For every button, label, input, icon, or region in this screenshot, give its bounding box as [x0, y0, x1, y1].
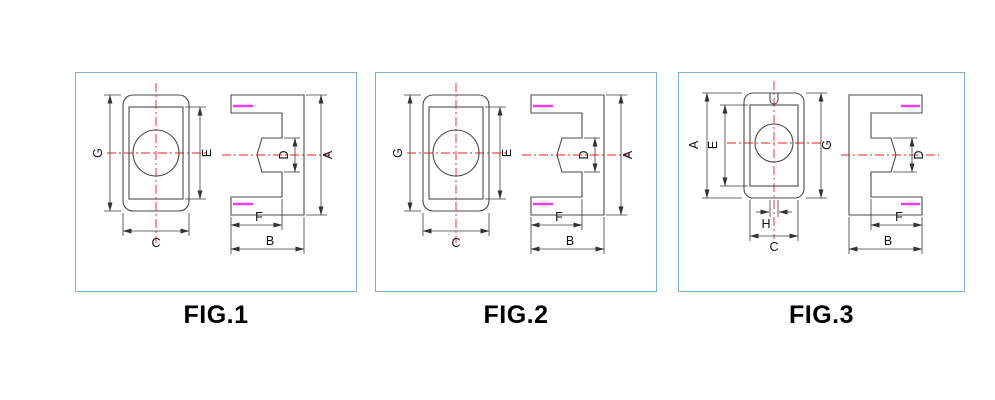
dim-label-F: F — [255, 210, 263, 224]
dim-label-E: E — [706, 141, 720, 149]
core-profile — [230, 94, 305, 216]
figure-1-caption: FIG.1 — [183, 301, 249, 329]
dim-G: G — [391, 94, 421, 212]
figure-1: G E C — [75, 72, 357, 328]
dim-B: B — [848, 217, 923, 254]
dim-F: F — [530, 199, 583, 254]
dim-label-D: D — [577, 150, 591, 159]
dim-D: D — [277, 137, 300, 173]
side-view: D A F B — [222, 94, 335, 254]
winding-window — [428, 106, 484, 200]
dim-label-B: B — [266, 234, 274, 248]
dim-B: B — [230, 217, 305, 254]
dim-label-B: B — [884, 234, 892, 248]
winding-window — [128, 106, 184, 200]
figure-1-panel: G E C — [75, 72, 357, 292]
dim-F: F — [870, 199, 923, 254]
figure-3-caption: FIG.3 — [788, 301, 854, 329]
dim-label-B: B — [566, 234, 574, 248]
dim-label-A: A — [687, 140, 701, 149]
dim-E: E — [485, 106, 514, 200]
figure-3-panel: A E G — [678, 72, 965, 292]
dim-G: G — [91, 94, 121, 212]
dim-B: B — [530, 217, 605, 254]
dim-E: E — [706, 104, 748, 187]
front-view: A E G — [687, 81, 834, 254]
figure-2-panel: G E C — [375, 72, 657, 292]
dim-label-G: G — [820, 140, 834, 150]
center-hole — [132, 129, 180, 177]
side-view: D F B — [841, 94, 939, 254]
bobbin-outline — [422, 94, 490, 212]
dim-label-C: C — [151, 236, 160, 250]
dim-E: E — [185, 106, 214, 200]
dim-H: H — [756, 200, 792, 231]
bobbin-outline — [743, 92, 805, 199]
dim-label-F: F — [555, 210, 563, 224]
winding-window — [749, 104, 799, 187]
dim-label-A: A — [321, 150, 335, 159]
fig3-drawing: A E G — [687, 81, 939, 254]
figure-2: G E C — [375, 72, 657, 328]
dim-label-G: G — [91, 148, 105, 158]
front-view: G E C — [91, 83, 214, 250]
front-view: G E C — [391, 83, 514, 250]
dim-C: C — [749, 200, 799, 254]
dim-label-D: D — [912, 150, 926, 159]
fig2-drawing: G E C — [391, 83, 635, 254]
dim-G: G — [806, 92, 834, 199]
dim-label-F: F — [895, 210, 903, 224]
center-hole — [754, 123, 794, 163]
dim-label-E: E — [200, 149, 214, 157]
core-profile — [530, 94, 605, 216]
dim-A: A — [606, 94, 635, 216]
dim-label-H: H — [761, 217, 770, 231]
fig1-drawing: G E C — [91, 83, 335, 254]
dim-C: C — [122, 213, 190, 250]
dim-F: F — [230, 199, 283, 254]
figure-2-caption: FIG.2 — [483, 301, 549, 329]
bobbin-outline — [122, 94, 190, 212]
dim-label-A: A — [621, 150, 635, 159]
dim-D: D — [577, 137, 600, 173]
figure-3: A E G — [678, 72, 965, 328]
dim-label-E: E — [500, 149, 514, 157]
dim-A: A — [687, 92, 742, 199]
dim-label-C: C — [769, 240, 778, 254]
side-view: D A F B — [522, 94, 635, 254]
dim-label-C: C — [451, 236, 460, 250]
core-profile — [848, 94, 923, 216]
top-notch — [769, 93, 779, 105]
dim-label-G: G — [391, 148, 405, 158]
center-hole — [432, 129, 480, 177]
dim-C: C — [422, 213, 490, 250]
dim-D: D — [893, 137, 926, 173]
dim-A: A — [306, 94, 335, 216]
dim-label-D: D — [277, 150, 291, 159]
